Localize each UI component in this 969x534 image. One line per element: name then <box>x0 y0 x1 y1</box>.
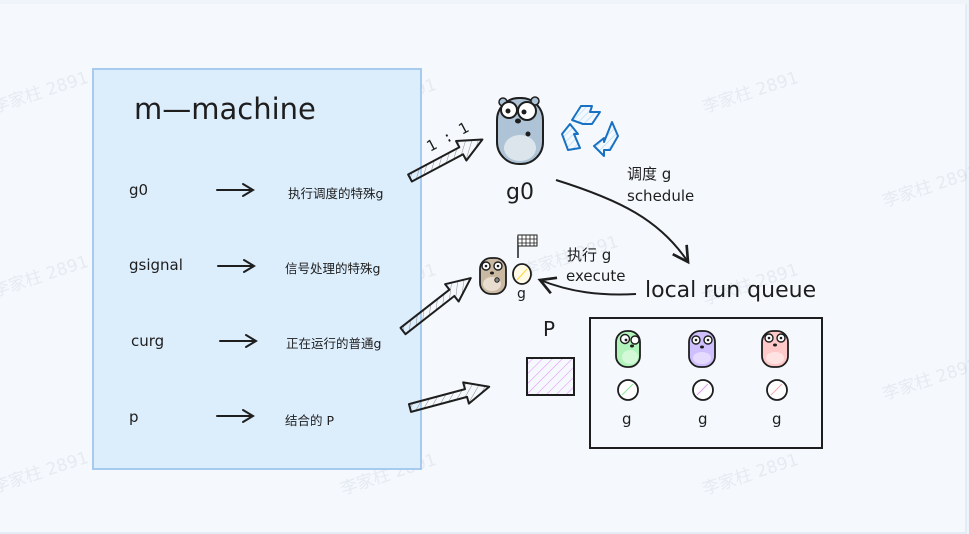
fat-arrow-curg <box>399 277 472 336</box>
p-square <box>526 357 575 396</box>
schedule-en-label: schedule <box>627 187 695 205</box>
desc-p: 结合的 P <box>285 413 335 428</box>
arrow-icon <box>217 259 256 273</box>
fat-arrow-g0 <box>407 138 484 183</box>
field-g0: g0 <box>129 181 149 199</box>
gopher-purple-icon <box>688 330 716 368</box>
queue-g-label: g <box>772 410 782 428</box>
p-label: P <box>543 317 556 341</box>
gopher-green-icon <box>615 330 641 368</box>
field-p: p <box>129 408 139 426</box>
gopher-current-icon <box>479 257 507 295</box>
arrow-icon <box>219 334 258 348</box>
local-run-queue-box <box>589 317 823 449</box>
field-gsignal: gsignal <box>129 256 183 274</box>
arrow-icon <box>216 409 255 423</box>
schedule-zh-label: 调度 g <box>627 165 672 183</box>
execute-en-label: execute <box>566 267 626 285</box>
m-machine-title: m—machine <box>134 92 316 126</box>
queue-g-circle <box>766 379 788 401</box>
flag-icon <box>517 234 538 258</box>
desc-g0: 执行调度的特殊g <box>288 186 384 201</box>
queue-g-circle <box>692 379 714 401</box>
field-curg: curg <box>131 332 165 350</box>
execute-zh-label: 执行 g <box>567 246 612 264</box>
queue-g-label: g <box>622 410 632 428</box>
local-run-queue-title: local run queue <box>645 278 817 303</box>
desc-gsignal: 信号处理的特殊g <box>285 261 381 276</box>
m-machine-box <box>92 68 422 470</box>
gopher-g0-icon <box>496 96 544 165</box>
g0-label: g0 <box>506 180 534 205</box>
fat-arrow-p <box>407 381 491 413</box>
schedule-arrow <box>555 179 690 265</box>
arrow-icon <box>216 183 255 197</box>
desc-curg: 正在运行的普通g <box>286 336 382 351</box>
execute-arrow <box>537 276 637 296</box>
queue-g-label: g <box>698 410 708 428</box>
queue-g-circle <box>617 379 639 401</box>
recycle-icon <box>561 105 619 157</box>
current-g-label: g <box>517 286 526 302</box>
gopher-pink-icon <box>761 330 789 368</box>
